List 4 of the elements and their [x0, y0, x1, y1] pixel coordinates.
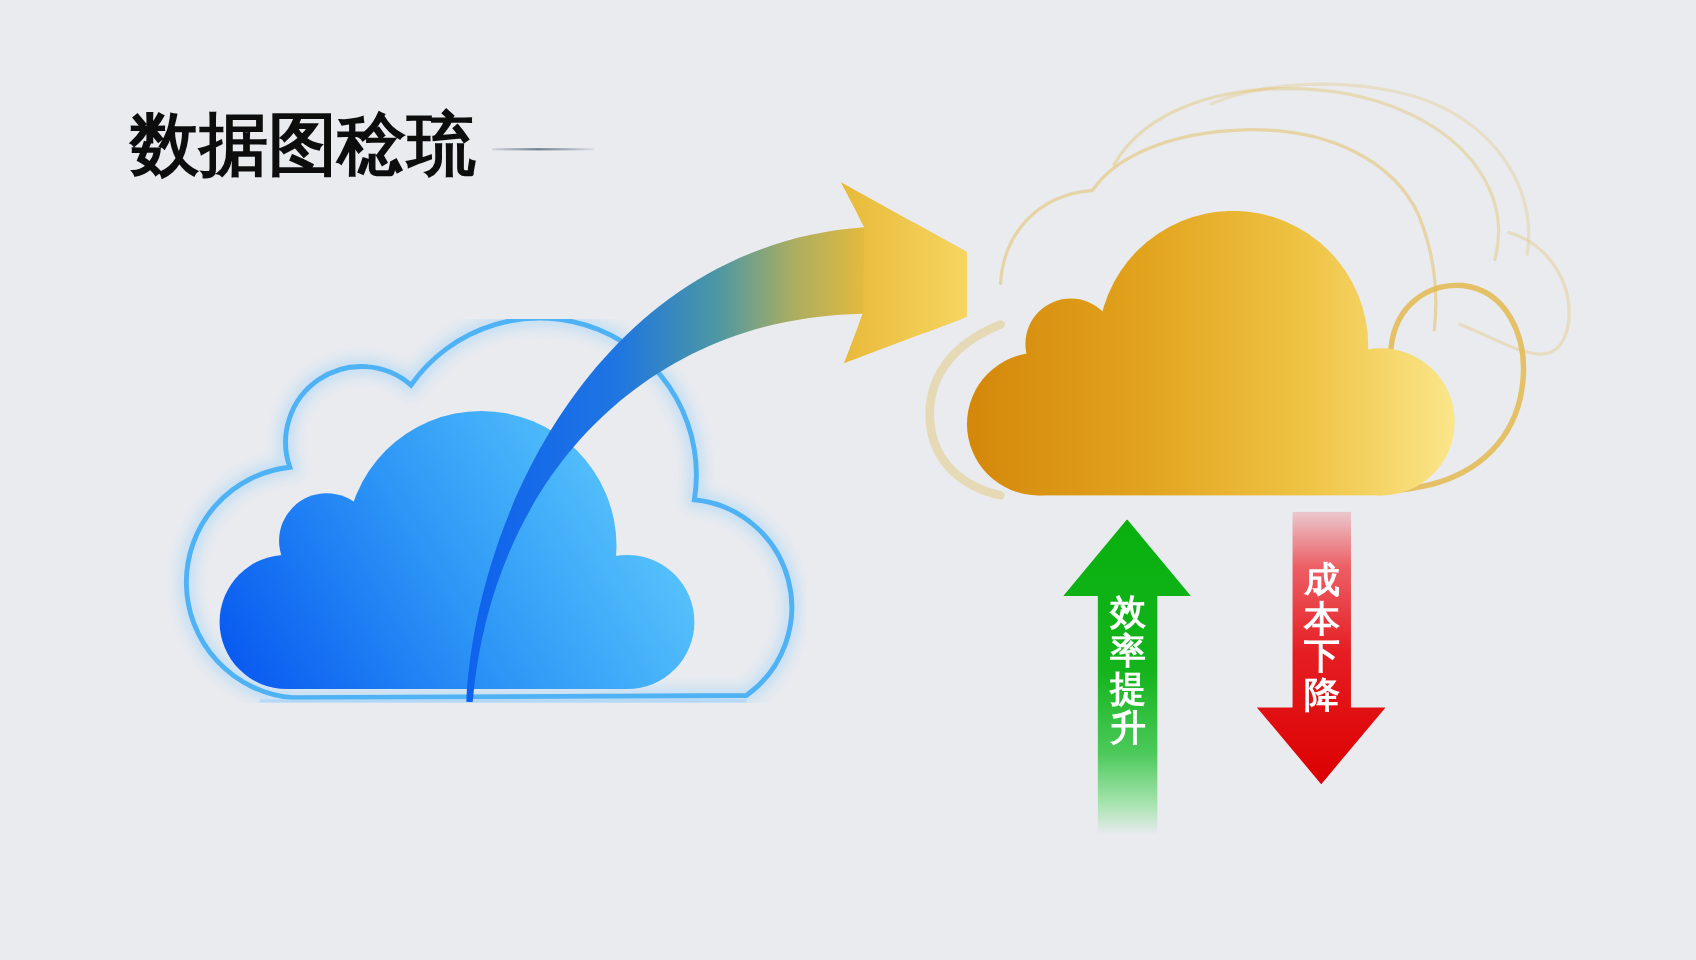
arrow-label: 效率提升 — [1108, 592, 1147, 747]
arrow-label: 成本下降 — [1302, 560, 1341, 715]
title: 数据图稔琉 — [129, 109, 476, 179]
cloud-shape — [965, 210, 1455, 498]
